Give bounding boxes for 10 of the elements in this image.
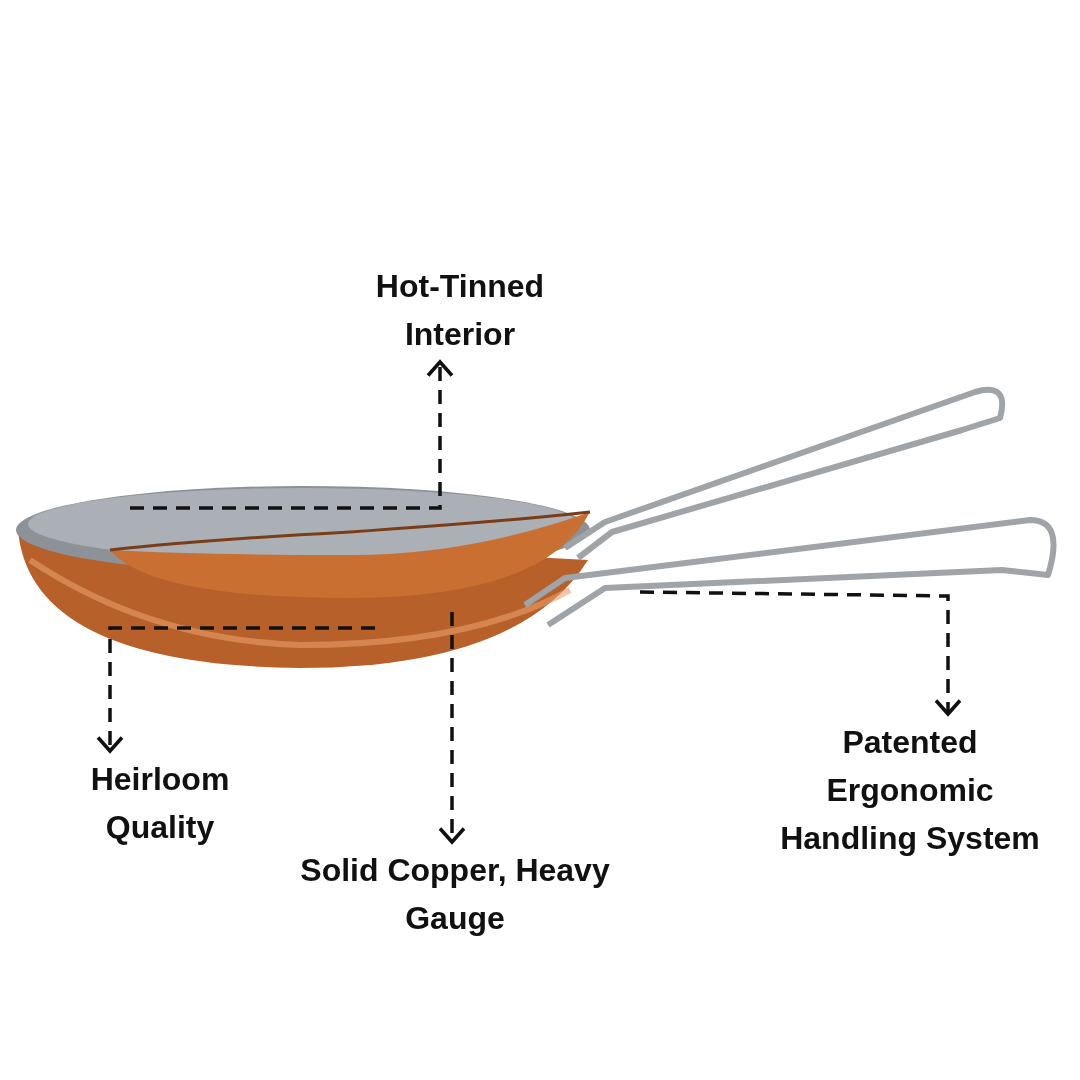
frying-pans-drawing [16,486,591,668]
feature-label: Solid Copper, Heavy Gauge [300,846,610,942]
leader-line [96,626,375,753]
leader-line [438,612,466,844]
feature-label: Patented Ergonomic Handling System [760,718,1060,862]
leader-line [130,360,454,510]
leader-line [639,590,962,716]
feature-label: Hot-Tinned Interior [330,262,590,358]
wire-handles-drawing [523,386,1057,628]
feature-label: Heirloom Quality [50,755,270,851]
